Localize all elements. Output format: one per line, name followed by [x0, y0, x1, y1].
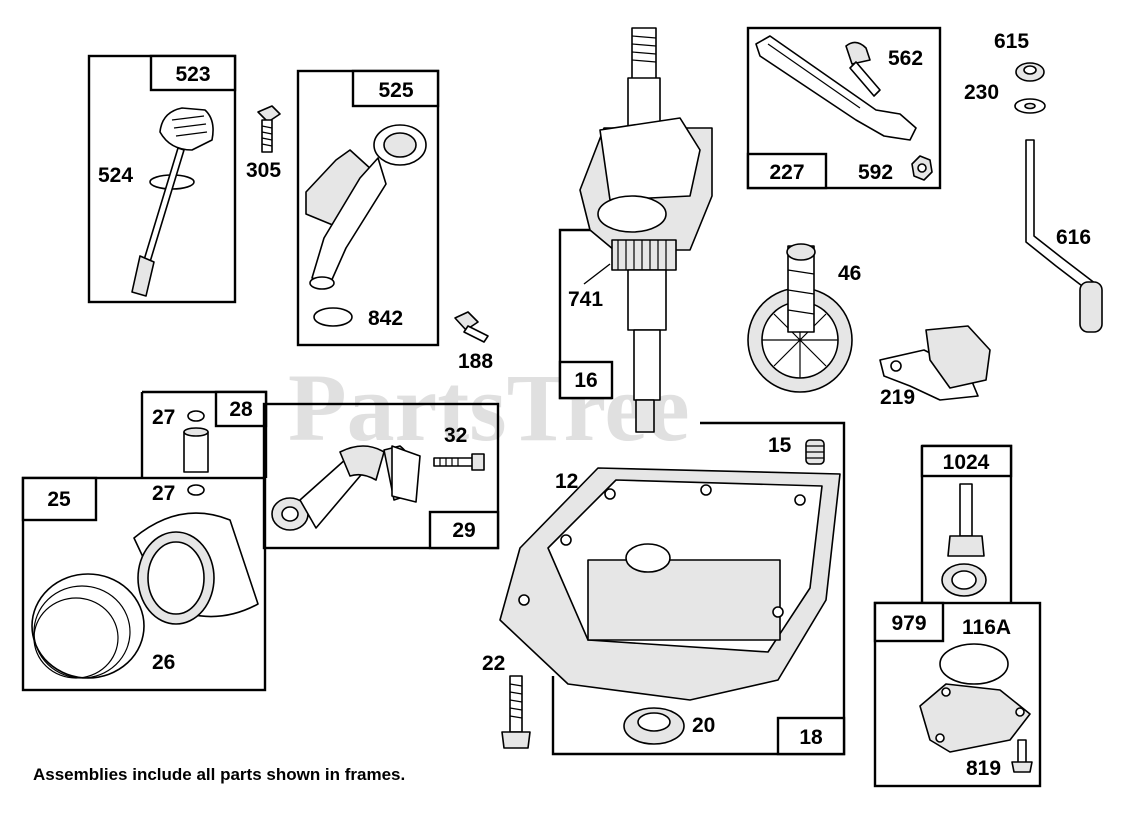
part-label-26: 26	[152, 651, 175, 674]
governor-shaft-616[interactable]	[1025, 139, 1103, 333]
part-label-842: 842	[368, 307, 403, 330]
piston-pin-part[interactable]	[183, 410, 209, 473]
plug-15[interactable]	[805, 439, 825, 465]
washer-230[interactable]	[1014, 98, 1046, 114]
piston-pin-clip-27[interactable]	[187, 484, 205, 496]
frame-25[interactable]: 25	[21, 476, 267, 692]
part-label-188: 188	[458, 350, 493, 373]
part-label-592: 592	[858, 161, 893, 184]
governor-lever-part[interactable]	[755, 35, 917, 141]
screw-32[interactable]	[433, 453, 485, 471]
frame-label-25: 25	[47, 488, 71, 511]
governor-219[interactable]	[879, 325, 991, 401]
piston-rings-part[interactable]	[31, 573, 145, 679]
part-label-15: 15	[768, 434, 792, 457]
frame-16[interactable]: 16	[558, 228, 614, 400]
part-label-22: 22	[482, 652, 505, 675]
part-label-616: 616	[1056, 226, 1091, 249]
frame-label-29: 29	[452, 519, 475, 542]
part-label-12: 12	[555, 470, 578, 493]
gasket-116a[interactable]	[939, 643, 1009, 685]
part-label-20: 20	[692, 714, 715, 737]
bolt-22[interactable]	[501, 675, 531, 749]
part-label-615: 615	[994, 30, 1029, 53]
screw-562[interactable]	[845, 41, 881, 97]
connecting-rod-part[interactable]	[271, 445, 421, 531]
frame-979[interactable]: 979	[873, 601, 1042, 788]
bolt-819[interactable]	[1011, 739, 1033, 773]
part-label-46: 46	[838, 262, 861, 285]
footnote-text: Assemblies include all parts shown in fr…	[33, 765, 405, 784]
frame-label-227: 227	[769, 161, 804, 184]
part-label-27-lower: 27	[152, 482, 175, 505]
oil-fill-tube-part[interactable]	[305, 124, 427, 327]
part-label-305: 305	[246, 159, 281, 182]
sump-part[interactable]	[499, 467, 841, 701]
dipstick-part[interactable]	[131, 107, 214, 297]
frame-label-16: 16	[574, 369, 597, 392]
frame-label-979: 979	[891, 612, 926, 635]
part-label-116A: 116A	[962, 616, 1011, 639]
frame-227[interactable]: 227	[746, 26, 942, 190]
part-label-524: 524	[98, 164, 133, 187]
crankshaft-part[interactable]	[579, 27, 713, 433]
part-label-562: 562	[888, 47, 923, 70]
frame-523[interactable]: 523	[87, 54, 237, 304]
piston-part[interactable]	[133, 512, 259, 625]
frame-18[interactable]: 18	[551, 421, 846, 756]
frame-label-1024: 1024	[943, 451, 990, 474]
frame-label-523: 523	[175, 63, 210, 86]
bolt-305[interactable]	[257, 105, 281, 153]
seal-615[interactable]	[1015, 62, 1045, 82]
watermark-text: PartsTree	[288, 354, 690, 461]
part-label-819: 819	[966, 757, 1001, 780]
oil-pump-part[interactable]	[941, 483, 987, 597]
part-label-27-upper: 27	[152, 406, 175, 429]
part-label-32: 32	[444, 424, 467, 447]
camshaft-46[interactable]	[747, 243, 853, 393]
pump-cover-part[interactable]	[919, 683, 1031, 753]
part-label-741: 741	[568, 288, 603, 311]
frame-28[interactable]: 28	[140, 390, 268, 478]
frame-29[interactable]: 29	[262, 402, 500, 550]
frame-label-525: 525	[378, 79, 413, 102]
part-label-230: 230	[964, 81, 999, 104]
frame-label-18: 18	[799, 726, 823, 749]
frame-label-28: 28	[229, 398, 253, 421]
frame-1024[interactable]: 1024	[920, 444, 1013, 603]
nut-592[interactable]	[911, 155, 933, 181]
part-label-219: 219	[880, 386, 915, 409]
seal-20[interactable]	[623, 707, 685, 745]
bolt-188[interactable]	[454, 311, 489, 343]
frame-525[interactable]: 525	[296, 69, 440, 347]
